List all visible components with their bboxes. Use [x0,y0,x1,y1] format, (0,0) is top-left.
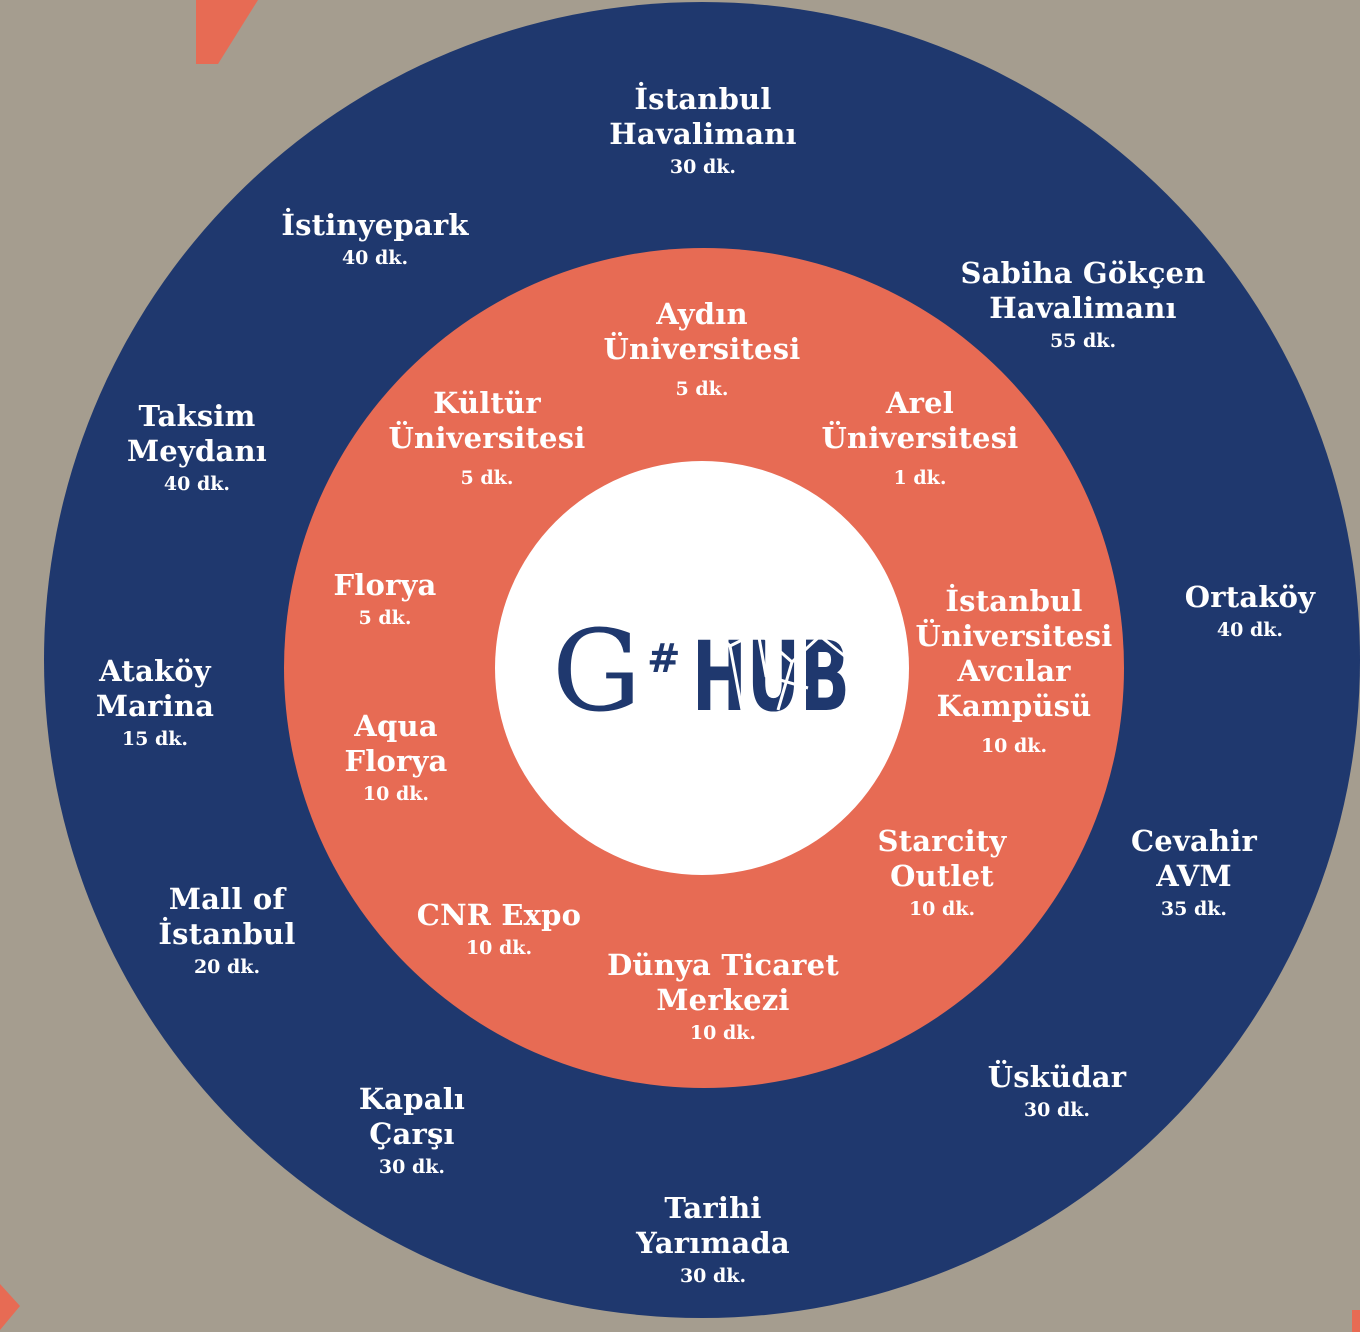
location-cnr-expo: CNR Expo 10 dk. [417,898,581,962]
location-name: Merkezi [656,983,790,1017]
travel-time: 40 dk. [1216,619,1284,641]
location-name: Çarşı [369,1117,455,1151]
location-florya: Florya 5 dk. [333,568,436,632]
corner-shape-top [196,0,258,64]
location-name: İstanbul [945,584,1083,618]
travel-time: 15 dk. [121,728,189,750]
travel-time: 1 dk. [893,467,947,489]
location-name: İstanbul [158,917,296,951]
travel-time: 30 dk. [679,1265,747,1287]
location-name: Marina [95,689,215,723]
location-name: Havalimanı [609,117,797,151]
location-taksim-meydani: Taksim Meydanı 40 dk. [127,399,267,498]
location-uskudar: Üsküdar 30 dk. [988,1060,1127,1124]
travel-time: 55 dk. [1049,330,1117,352]
location-ortakoy: Ortaköy 40 dk. [1185,580,1315,644]
travel-time: 30 dk. [378,1156,446,1178]
location-name: Tarihi [664,1191,762,1225]
location-kultur-universitesi: Kültür Üniversitesi 5 dk. [389,386,586,492]
location-name: Aqua [354,709,438,743]
location-name: Florya [333,568,437,602]
location-name: Cevahir [1131,824,1257,858]
location-name: Üniversitesi [915,619,1113,653]
travel-time: 30 dk. [1023,1099,1091,1121]
travel-time: 30 dk. [669,156,737,178]
travel-time: 10 dk. [465,937,533,959]
location-name: İstanbul [634,82,772,116]
travel-time: 35 dk. [1160,898,1228,920]
location-name: Ortaköy [1184,580,1316,614]
location-istanbul-universitesi-avcilar: İstanbul Üniversitesi Avcılar Kampüsü 10… [916,584,1113,760]
location-name: Dünya Ticaret [607,948,839,982]
logo-letter: G [552,607,641,716]
location-name: Üniversitesi [603,332,801,366]
location-name: AVM [1156,859,1232,893]
corner-shape-bottom-right [1352,1310,1360,1332]
travel-time: 40 dk. [163,473,231,495]
location-name: Üniversitesi [821,421,1019,455]
location-name: Kampüsü [936,689,1092,723]
travel-time: 10 dk. [689,1022,757,1044]
location-name: Kültür [433,386,541,420]
location-name: Meydanı [127,434,267,468]
travel-time: 10 dk. [908,898,976,920]
logo-symbol: # [647,636,681,682]
location-name: Outlet [890,859,994,893]
location-istanbul-havalimani: İstanbul Havalimanı 30 dk. [609,82,796,181]
location-name: Üniversitesi [388,421,586,455]
travel-time: 10 dk. [362,783,430,805]
location-arel-universitesi: Arel Üniversitesi 1 dk. [822,386,1019,492]
location-name: Sabiha Gökçen [960,256,1206,290]
logo-crack-lines [700,614,853,711]
location-name: İstinyepark [281,208,469,242]
corner-shape-bottom-left [0,1284,20,1330]
location-cevahir-avm: Cevahir AVM 35 dk. [1131,824,1257,923]
location-istinyepark: İstinyepark 40 dk. [281,208,468,272]
location-dunya-ticaret-merkezi: Dünya Ticaret Merkezi 10 dk. [607,948,839,1047]
location-name: Üsküdar [987,1060,1127,1094]
location-name: Ataköy [99,654,211,688]
location-name: Havalimanı [989,291,1177,325]
travel-time: 5 dk. [675,378,729,400]
center-disc [495,461,909,875]
location-name: Florya [344,744,448,778]
location-aqua-florya: Aqua Florya 10 dk. [344,709,447,808]
travel-time: 5 dk. [358,607,412,629]
travel-time: 40 dk. [341,247,409,269]
location-name: Taksim [138,399,256,433]
travel-time: 20 dk. [193,956,261,978]
location-name: Kapalı [358,1082,466,1116]
location-name: Yarımada [636,1226,790,1260]
location-aydin-universitesi: Aydın Üniversitesi 5 dk. [604,297,801,403]
location-atakoy-marina: Ataköy Marina 15 dk. [96,654,214,753]
location-name: Mall of [168,882,286,916]
location-name: CNR Expo [416,898,582,932]
location-kapali-carsi: Kapalı Çarşı 30 dk. [359,1082,465,1181]
location-name: Starcity [877,824,1007,858]
location-mall-of-istanbul: Mall of İstanbul 20 dk. [158,882,295,981]
location-starcity-outlet: Starcity Outlet 10 dk. [878,824,1007,923]
travel-time: 10 dk. [980,735,1048,757]
logo-word: HUB [692,621,850,716]
location-name: Aydın [656,297,748,331]
location-name: Arel [885,386,955,420]
ghub-logo: G # HUB [552,607,853,716]
location-sabiha-gokcen-havalimani: Sabiha Gökçen Havalimanı 55 dk. [961,256,1206,355]
location-tarihi-yarimada: Tarihi Yarımada 30 dk. [636,1191,790,1290]
location-name: Avcılar [957,654,1071,688]
travel-time: 5 dk. [460,467,514,489]
